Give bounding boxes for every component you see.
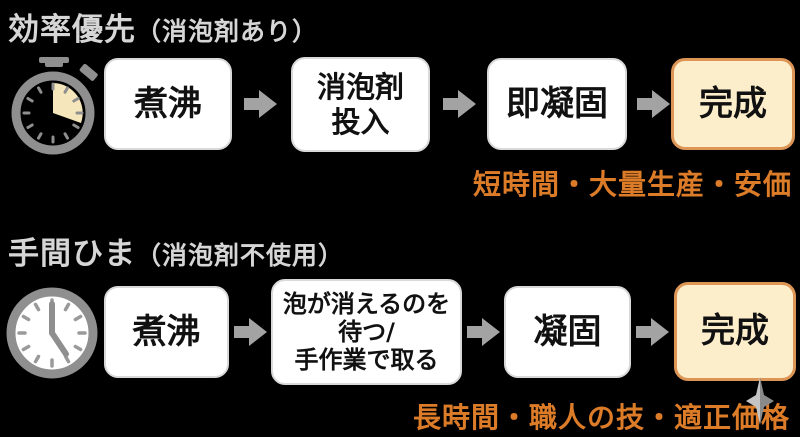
step-box-antifoam: 消泡剤 投入 <box>291 57 430 152</box>
step-box-wait-remove: 泡が消えるのを 待つ/ 手作業で取る <box>271 279 462 385</box>
step-label: 完成 <box>699 83 767 124</box>
section2-flow-row: 煮沸 泡が消えるのを 待つ/ 手作業で取る 凝固 完成 <box>0 279 800 387</box>
arrow-right-icon <box>636 315 670 349</box>
arrow-right-icon <box>467 315 501 349</box>
step-box-complete-1: 完成 <box>671 58 795 150</box>
step-label: 煮沸 <box>132 311 201 352</box>
section2-caption: 長時間・職人の技・適正価格 <box>412 401 790 434</box>
step-box-boil-1: 煮沸 <box>104 58 232 150</box>
section2-title-main: 手間ひま <box>8 236 136 272</box>
step-label: 即凝固 <box>506 83 608 124</box>
step-label: 消泡剤 <box>316 70 404 105</box>
section1-title-main: 効率優先 <box>8 12 136 48</box>
sparkle-icon <box>746 377 774 425</box>
step-label: 凝固 <box>533 311 602 352</box>
section2-title: 手間ひま（消泡剤不使用） <box>8 228 344 273</box>
section1-flow-row: 煮沸 消泡剤 投入 即凝固 完成 <box>0 57 800 155</box>
step-label: 泡が消えるのを <box>282 289 451 318</box>
clock-icon <box>6 286 98 380</box>
stopwatch-icon <box>6 57 100 155</box>
section1-title-paren: （消泡剤あり） <box>136 17 319 46</box>
arrow-right-icon <box>443 87 477 121</box>
step-box-instant-set: 即凝固 <box>487 58 627 150</box>
step-box-complete-2: 完成 <box>674 282 796 381</box>
arrow-right-icon <box>637 87 671 121</box>
arrow-right-icon <box>244 87 278 121</box>
step-label: 完成 <box>701 311 769 352</box>
step-label: 投入 <box>331 104 390 139</box>
section2-title-paren: （消泡剤不使用） <box>136 241 345 270</box>
step-label: 煮沸 <box>134 83 202 124</box>
step-box-set: 凝固 <box>504 286 631 378</box>
step-box-boil-2: 煮沸 <box>104 286 229 378</box>
arrow-right-icon <box>234 315 268 349</box>
section1-title: 効率優先（消泡剤あり） <box>8 4 318 49</box>
step-label: 手作業で取る <box>294 346 439 375</box>
section1-caption: 短時間・大量生産・安価 <box>472 168 792 201</box>
step-label: 待つ/ <box>338 317 395 346</box>
